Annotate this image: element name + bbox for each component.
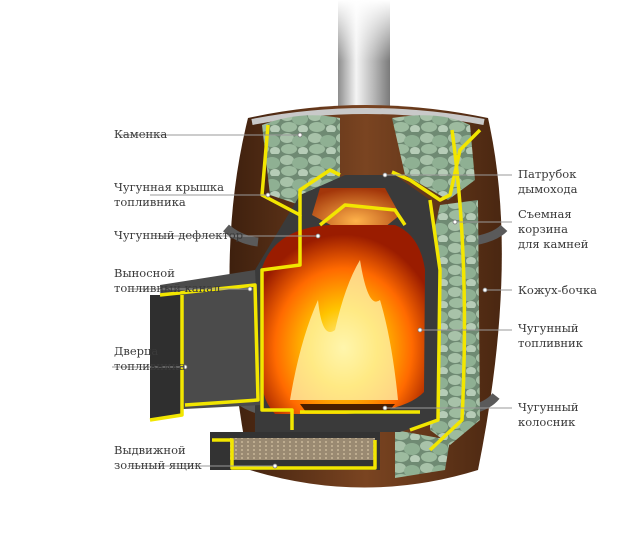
label-remote-fuel-channel: Выносной топливный канал <box>114 266 221 295</box>
stone-basket <box>262 115 480 478</box>
leader-dots <box>182 132 488 469</box>
label-cast-iron-lid: Чугунная крышка топливника <box>114 180 224 209</box>
label-firebox-door: Дверца топливника <box>114 344 186 373</box>
label-cast-iron-deflector: Чугунный дефлектор <box>114 228 244 242</box>
firebox-flames <box>262 188 425 414</box>
section-outlines <box>149 124 482 470</box>
label-chimney-pipe: Патрубок дымохода <box>518 167 578 196</box>
label-ash-drawer: Выдвижной зольный ящик <box>114 443 202 472</box>
label-barrel-casing: Кожух-бочка <box>518 283 598 297</box>
label-cast-iron-firebox: Чугунный топливник <box>518 321 583 350</box>
leader-lines <box>112 134 512 467</box>
label-kamenka: Каменка <box>114 127 168 141</box>
label-cast-iron-grate: Чугунный колосник <box>518 400 579 429</box>
label-removable-stone-basket: Съемная корзина для камней <box>518 207 589 251</box>
